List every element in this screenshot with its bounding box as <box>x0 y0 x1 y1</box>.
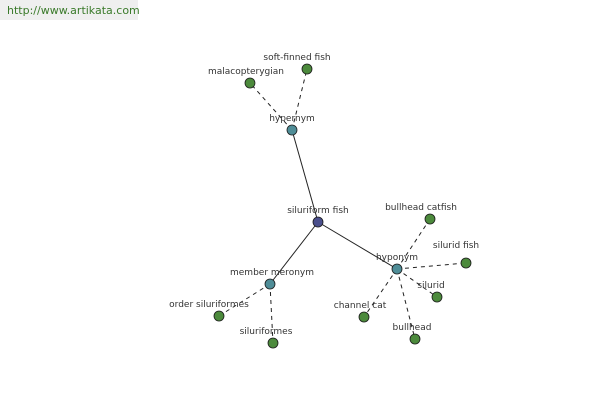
node-malacopterygian[interactable]: malacopterygian <box>208 67 284 89</box>
node-label-soft-finned-fish[interactable]: soft-finned fish <box>263 53 330 63</box>
node-bullhead[interactable]: bullhead <box>393 323 432 345</box>
node-label-bullhead-catfish[interactable]: bullhead catfish <box>385 203 457 213</box>
edges-layer <box>218 68 467 344</box>
node-marker-channel-cat[interactable] <box>358 311 370 323</box>
edge-member-meronym-to-order-siluriformes <box>218 283 271 317</box>
node-marker-member-meronym[interactable] <box>264 278 276 290</box>
edge-member-meronym-to-siluriformes <box>269 283 274 344</box>
node-marker-malacopterygian[interactable] <box>244 77 256 89</box>
node-label-silurid-fish[interactable]: silurid fish <box>433 241 479 251</box>
node-label-bullhead[interactable]: bullhead <box>393 323 432 333</box>
node-silurid[interactable]: silurid <box>417 281 445 303</box>
node-label-hypernym[interactable]: hypernym <box>269 114 315 124</box>
nodes-layer: siluriform fish hypernym malacopterygian so… <box>169 53 479 349</box>
edge-hypernym-to-malacopterygian <box>249 82 293 131</box>
node-label-silurid[interactable]: silurid <box>417 281 444 291</box>
edge-hypernym-to-soft-finned-fish <box>291 68 308 131</box>
node-marker-siluriformes[interactable] <box>267 337 279 349</box>
node-label-hyponym[interactable]: hyponym <box>376 253 418 263</box>
edge-hyponym-to-silurid <box>396 268 438 298</box>
node-marker-silurid[interactable] <box>431 291 443 303</box>
node-member-meronym[interactable]: member meronym <box>230 268 314 290</box>
edge-siluriform-fish-to-hyponym <box>317 221 398 270</box>
node-marker-bullhead[interactable] <box>409 333 421 345</box>
edge-siluriform-fish-to-hypernym <box>291 129 319 223</box>
node-marker-hypernym[interactable] <box>286 124 298 136</box>
node-bullhead-catfish[interactable]: bullhead catfish <box>385 203 457 225</box>
node-marker-silurid-fish[interactable] <box>460 257 472 269</box>
url-bar: http://www.artikata.com <box>0 0 140 20</box>
node-label-malacopterygian[interactable]: malacopterygian <box>208 67 284 77</box>
node-label-siluriformes[interactable]: siluriformes <box>240 327 293 337</box>
node-siluriform-fish[interactable]: siluriform fish <box>287 206 349 228</box>
edge-hyponym-to-channel-cat <box>363 268 398 318</box>
edge-hyponym-to-silurid-fish <box>396 262 467 270</box>
node-soft-finned-fish[interactable]: soft-finned fish <box>263 53 331 75</box>
node-silurid-fish[interactable]: silurid fish <box>433 241 479 269</box>
node-order-siluriformes[interactable]: order siluriformes <box>169 300 249 322</box>
site-url-link[interactable]: http://www.artikata.com <box>7 4 140 17</box>
node-marker-bullhead-catfish[interactable] <box>424 213 436 225</box>
node-siluriformes[interactable]: siluriformes <box>240 327 293 349</box>
node-label-channel-cat[interactable]: channel cat <box>334 301 387 311</box>
node-label-siluriform-fish[interactable]: siluriform fish <box>287 206 349 216</box>
node-marker-soft-finned-fish[interactable] <box>301 63 313 75</box>
node-hypernym[interactable]: hypernym <box>269 114 315 136</box>
node-marker-hyponym[interactable] <box>391 263 403 275</box>
node-label-order-siluriformes[interactable]: order siluriformes <box>169 300 249 310</box>
node-label-member-meronym[interactable]: member meronym <box>230 268 314 278</box>
node-hyponym[interactable]: hyponym <box>376 253 418 275</box>
node-marker-siluriform-fish[interactable] <box>312 216 324 228</box>
edge-hyponym-to-bullhead-catfish <box>396 218 431 270</box>
edge-siluriform-fish-to-member-meronym <box>269 221 319 285</box>
node-marker-order-siluriformes[interactable] <box>213 310 225 322</box>
node-channel-cat[interactable]: channel cat <box>334 301 387 323</box>
